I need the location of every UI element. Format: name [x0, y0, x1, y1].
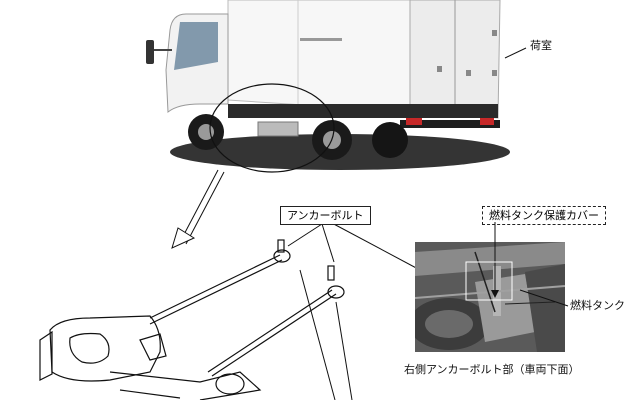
- cab-window: [174, 22, 218, 70]
- chassis-schematic: [39, 239, 345, 400]
- highlight-ellipse: [209, 83, 335, 173]
- chassis-frame: [228, 104, 498, 118]
- detail-arrow-shaft-1: [179, 169, 219, 243]
- fuel-tank-photo: [415, 242, 565, 352]
- cargo-room-leader: [504, 47, 527, 59]
- rear-wheel-far: [372, 122, 408, 158]
- photo-content: [415, 242, 565, 352]
- rear-hinge-2: [492, 70, 497, 76]
- rear-hinge-3: [437, 66, 442, 72]
- detail-arrow-shaft-2: [185, 171, 225, 245]
- cargo-box-side: [227, 0, 411, 113]
- tail-light-right: [480, 118, 494, 125]
- cargo-room-label: 荷室: [530, 39, 552, 52]
- fuel-tank-shape: [257, 121, 299, 137]
- anchor-bolt-label: アンカーボルト: [280, 206, 371, 225]
- fuel-tank-label: 燃料タンク: [570, 299, 625, 312]
- rear-hinge-1: [492, 30, 497, 36]
- side-mirror: [146, 40, 154, 64]
- photo-caption: 右側アンカーボルト部（車両下面）: [404, 363, 580, 376]
- cargo-handle: [300, 38, 342, 41]
- detail-arrow-head: [171, 227, 196, 249]
- tail-light-left: [406, 118, 422, 125]
- rear-hinge-4: [466, 70, 471, 76]
- fuel-tank-cover-label: 燃料タンク保護カバー: [482, 206, 606, 225]
- rear-bumper: [400, 120, 500, 128]
- anchor-bolt-leaders: [287, 221, 421, 400]
